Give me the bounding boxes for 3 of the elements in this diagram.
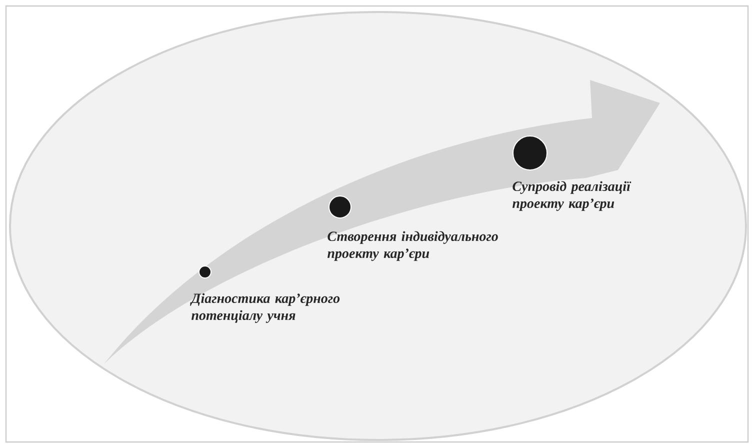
step-label: Діагностика кар’єрного потенціалу учня (190, 293, 340, 323)
step-label: Створення індивідуального проекту кар’єри (328, 231, 498, 261)
step-label: Супровід реалізації проекту кар’єри (512, 181, 632, 211)
